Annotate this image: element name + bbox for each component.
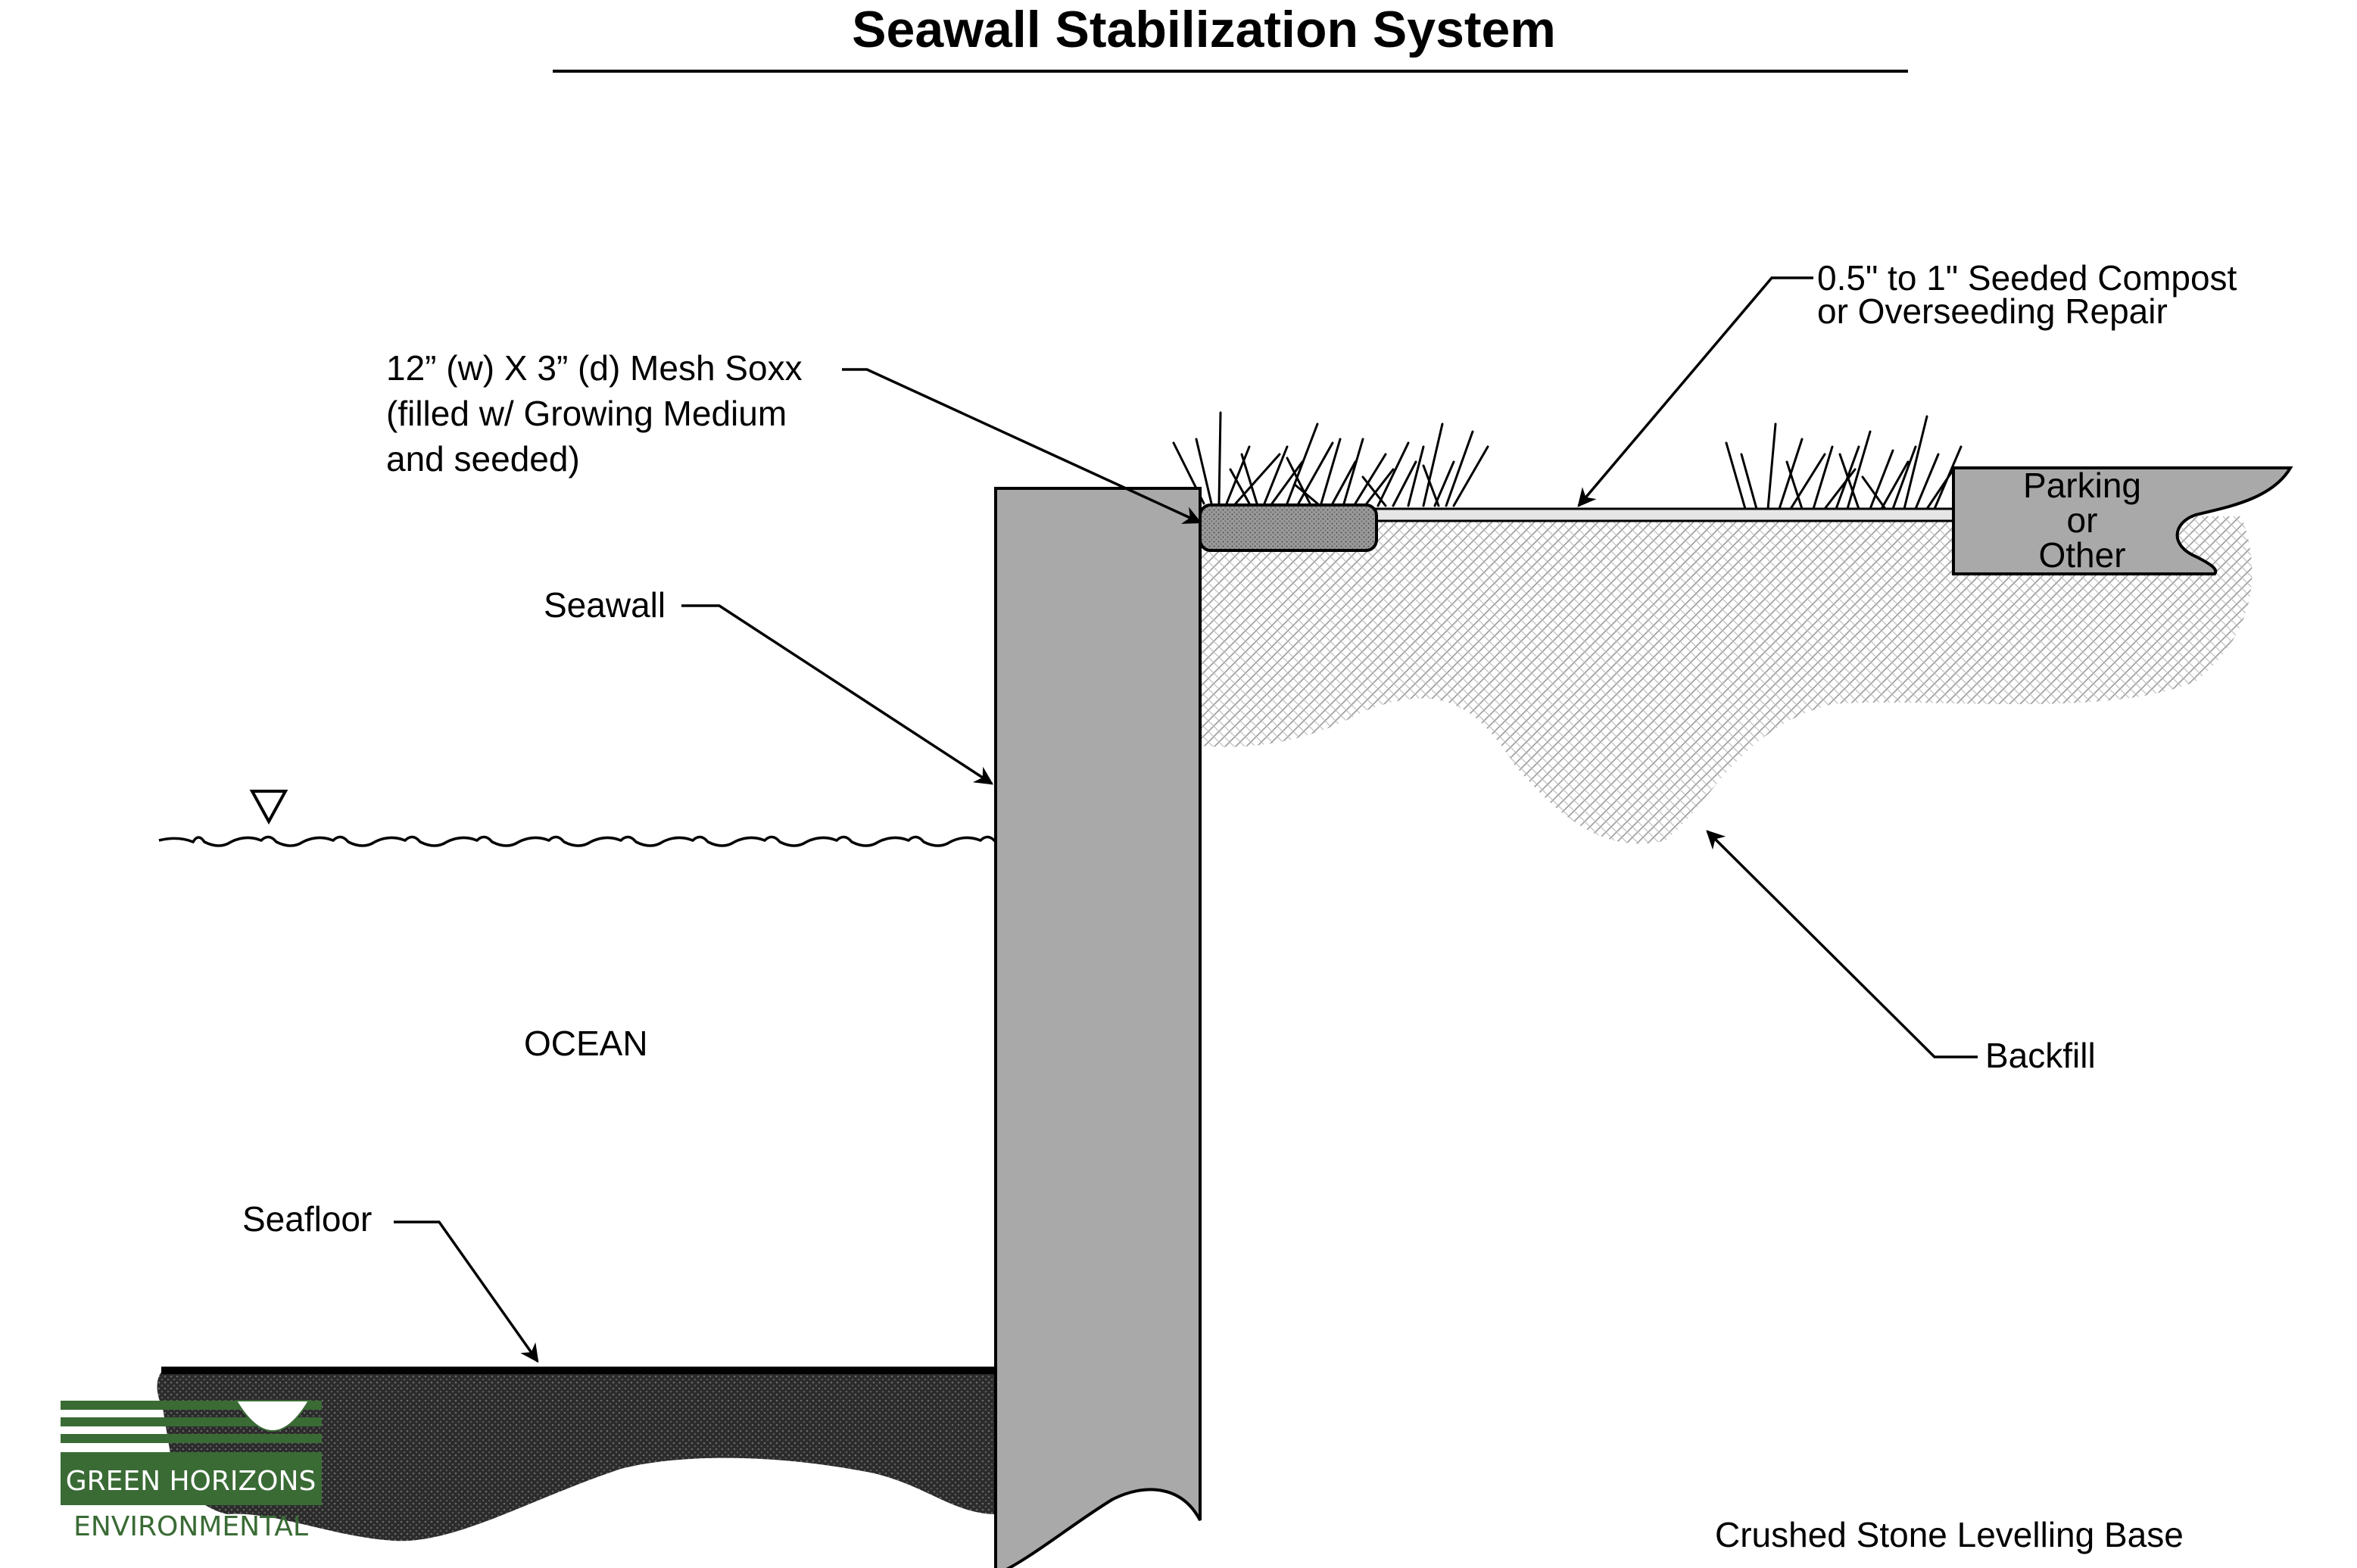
mesh-soxx-label-line1: 12” (w) X 3” (d) Mesh Soxx xyxy=(386,348,803,388)
seeded-compost-layer xyxy=(1369,507,1955,522)
compost-label-line1: 0.5" to 1" Seeded Compost xyxy=(1817,258,2237,298)
company-logo: GREEN HORIZONS ENVIRONMENTAL xyxy=(61,1400,322,1542)
parking-label-line3: Other xyxy=(2038,535,2125,575)
grass-tuft-left xyxy=(1172,411,1489,507)
seafloor-region xyxy=(157,1370,996,1542)
grass-tuft-right xyxy=(1725,415,1963,510)
seawall-body xyxy=(994,487,1202,1568)
mesh-soxx xyxy=(1199,503,1378,552)
backfill-leader xyxy=(1706,830,1978,1058)
parking-slab xyxy=(1952,466,2293,575)
parking-label-line1: Parking xyxy=(2023,466,2141,505)
compost-leader xyxy=(1577,276,1813,507)
mesh-soxx-label-line2: (filled w/ Growing Medium xyxy=(386,394,787,433)
parking-label-line2: or xyxy=(2067,500,2098,540)
backfill-region xyxy=(1200,516,2253,844)
backfill-label: Backfill xyxy=(1985,1036,2096,1075)
seafloor-label: Seafloor xyxy=(242,1199,372,1239)
seawall-label: Seawall xyxy=(544,585,666,625)
water-level-symbol xyxy=(249,790,288,825)
mesh-soxx-leader xyxy=(842,368,1202,524)
mesh-soxx-label-line3: and seeded) xyxy=(386,439,580,479)
diagram-title: Seawall Stabilization System xyxy=(852,1,1556,58)
seafloor-leader xyxy=(394,1220,539,1364)
seawall-leader xyxy=(681,604,994,785)
logo-line1: GREEN HORIZONS xyxy=(66,1466,316,1497)
compost-label-line2: or Overseeding Repair xyxy=(1817,291,2168,331)
logo-line2: ENVIRONMENTAL xyxy=(73,1511,308,1542)
water-surface xyxy=(158,835,997,847)
ocean-label: OCEAN xyxy=(524,1024,648,1063)
crushed-stone-label: Crushed Stone Levelling Base xyxy=(1715,1515,2184,1554)
